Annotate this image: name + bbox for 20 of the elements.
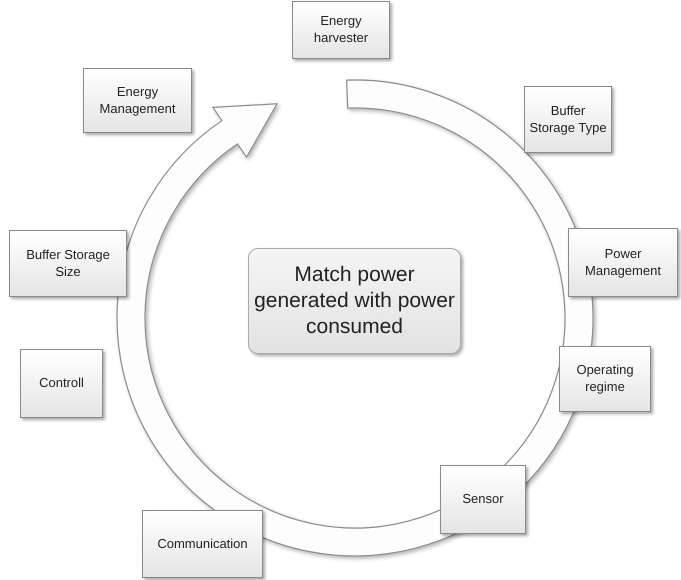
factor-label: Energy harvester <box>312 13 370 47</box>
factor-label: Energy Management <box>98 84 176 118</box>
factor-label: Controll <box>39 375 84 392</box>
factor-label: Buffer Storage Type <box>528 102 608 136</box>
factor-label: Sensor <box>462 491 504 508</box>
factor-box <box>524 86 612 153</box>
factor-box <box>83 68 192 133</box>
center-label: Match power generated with power consumed <box>253 262 456 340</box>
factor-label: Power Management <box>584 246 662 280</box>
factor-label: Communication <box>157 536 248 552</box>
center-box <box>248 248 461 354</box>
factor-box <box>559 346 651 412</box>
factor-box <box>20 349 103 418</box>
factor-label: Operating regime <box>575 362 635 396</box>
factor-box <box>9 230 127 297</box>
factor-box <box>292 1 390 59</box>
factor-box <box>568 228 678 297</box>
factor-box <box>440 465 526 534</box>
factor-box <box>142 510 263 578</box>
factor-label: Buffer Storage Size <box>25 246 111 280</box>
